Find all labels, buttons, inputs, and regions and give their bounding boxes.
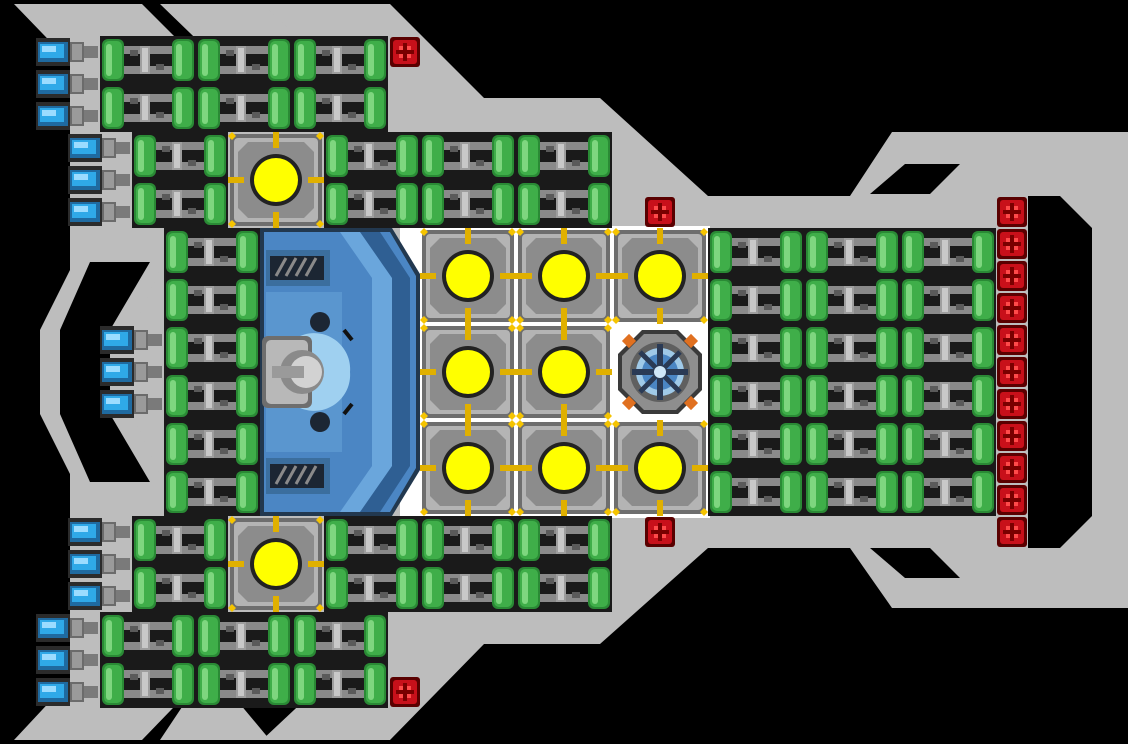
fuel-tank-icon [292, 660, 388, 708]
power-cell-icon [228, 516, 324, 612]
fuel-tank-icon [196, 36, 292, 84]
fuel-tank-icon [804, 420, 900, 468]
fuel-tank-icon [708, 324, 804, 372]
fuel-tank-icon [900, 228, 996, 276]
power-cell-icon [516, 324, 612, 420]
warning-light-icon [997, 453, 1027, 483]
warning-light-icon [390, 37, 420, 67]
fuel-tank-icon [804, 372, 900, 420]
fuel-tank-icon [324, 564, 420, 612]
warning-light-icon [997, 197, 1027, 227]
warning-light-icon [997, 389, 1027, 419]
warning-light-icon [390, 677, 420, 707]
gyroscope-icon [618, 330, 702, 414]
fuel-tank-icon [420, 180, 516, 228]
fuel-tank-icon [132, 564, 228, 612]
fuel-tank-icon [164, 468, 260, 516]
warning-light-icon [645, 517, 675, 547]
power-cell-icon [612, 420, 708, 516]
reactor-core-icon [260, 228, 420, 516]
fuel-tank-icon [100, 84, 196, 132]
warning-light-icon [997, 325, 1027, 355]
warning-light-icon [997, 485, 1027, 515]
fuel-tank-icon [196, 660, 292, 708]
fuel-tank-icon [708, 228, 804, 276]
fuel-tank-icon [900, 372, 996, 420]
fuel-tank-icon [804, 468, 900, 516]
fuel-tank-icon [420, 564, 516, 612]
fuel-tank-icon [100, 612, 196, 660]
fuel-tank-icon [100, 36, 196, 84]
warning-light-icon [997, 229, 1027, 259]
fuel-tank-icon [164, 276, 260, 324]
fuel-tank-icon [132, 516, 228, 564]
fuel-tank-icon [708, 468, 804, 516]
fuel-tank-icon [804, 228, 900, 276]
fuel-tank-icon [324, 180, 420, 228]
fuel-tank-icon [132, 180, 228, 228]
fuel-tank-icon [324, 516, 420, 564]
hull-brackets [148, 228, 164, 516]
warning-light-icon [997, 517, 1027, 547]
power-cell-icon [420, 228, 516, 324]
power-cell-icon [420, 324, 516, 420]
power-cell-icon [516, 420, 612, 516]
fuel-tank-icon [516, 564, 612, 612]
power-cell-icon [228, 132, 324, 228]
fuel-tank-icon [900, 420, 996, 468]
fuel-tank-icon [516, 516, 612, 564]
warning-light-icon [645, 197, 675, 227]
fuel-tank-icon [100, 660, 196, 708]
fuel-tank-icon [708, 372, 804, 420]
fuel-tank-icon [516, 132, 612, 180]
fuel-tank-icon [196, 612, 292, 660]
fuel-tank-icon [804, 276, 900, 324]
fuel-tank-icon [292, 36, 388, 84]
fuel-tank-icon [900, 324, 996, 372]
fuel-tank-icon [420, 132, 516, 180]
fuel-tank-icon [164, 372, 260, 420]
fuel-tank-icon [708, 276, 804, 324]
fuel-tank-icon [196, 84, 292, 132]
fuel-tank-icon [324, 132, 420, 180]
warning-light-icon [997, 261, 1027, 291]
fuel-tank-icon [292, 612, 388, 660]
warning-light-icon [997, 421, 1027, 451]
fuel-tank-icon [164, 228, 260, 276]
fuel-tank-icon [900, 276, 996, 324]
fuel-tank-icon [516, 180, 612, 228]
fuel-tank-icon [164, 420, 260, 468]
fuel-tank-icon [132, 132, 228, 180]
warning-light-icon [997, 357, 1027, 387]
fuel-tank-icon [708, 420, 804, 468]
fuel-tank-icon [164, 324, 260, 372]
power-cell-icon [420, 420, 516, 516]
warning-light-icon [997, 293, 1027, 323]
fuel-tank-icon [420, 516, 516, 564]
power-cell-icon [516, 228, 612, 324]
power-cell-icon [612, 228, 708, 324]
fuel-tank-icon [292, 84, 388, 132]
fuel-tank-icon [804, 324, 900, 372]
fuel-tank-icon [900, 468, 996, 516]
